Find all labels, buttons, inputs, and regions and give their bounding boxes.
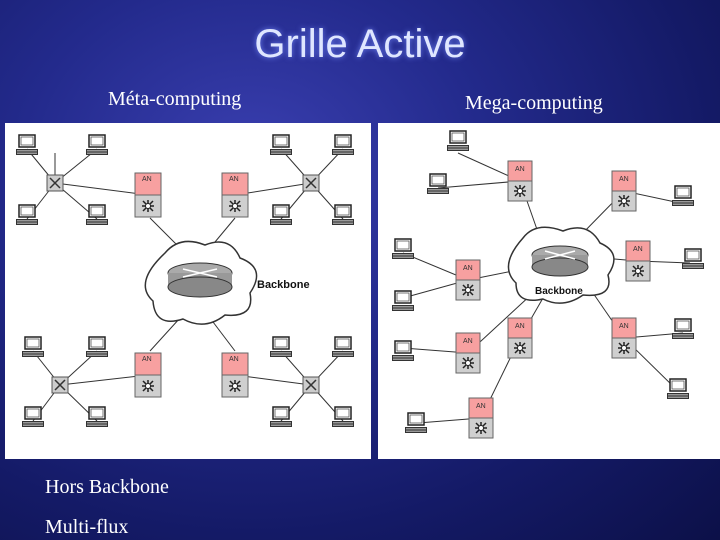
computer-icon [671, 185, 695, 207]
computer-icon [85, 134, 109, 156]
bottom-caption-hors-backbone: Hors Backbone [45, 476, 169, 498]
computer-icon [666, 378, 690, 400]
computer-icon [404, 412, 428, 434]
an-label: AN [619, 176, 629, 183]
bottom-caption-multi-flux: Multi-flux [45, 516, 129, 538]
right-caption: Mega-computing [465, 92, 603, 114]
computer-icon [85, 406, 109, 428]
computer-icon [391, 238, 415, 260]
computer-icon [446, 130, 470, 152]
an-label: AN [142, 356, 152, 363]
computer-icon [269, 406, 293, 428]
computer-icon [331, 406, 355, 428]
an-label: AN [515, 323, 525, 330]
mega-computing-diagram: Backbone AN AN AN AN AN AN AN AN [378, 123, 720, 459]
hub-icon [51, 376, 69, 394]
backbone-label: Backbone [535, 286, 583, 297]
computer-icon [85, 336, 109, 358]
an-label: AN [619, 323, 629, 330]
an-label: AN [229, 176, 239, 183]
hub-icon [302, 376, 320, 394]
computer-icon [21, 336, 45, 358]
computer-icon [269, 336, 293, 358]
computer-icon [85, 204, 109, 226]
computer-icon [331, 204, 355, 226]
mega-computing-svg: Backbone AN AN AN AN AN AN AN AN [391, 130, 705, 439]
an-label: AN [633, 246, 643, 253]
an-label: AN [229, 356, 239, 363]
computer-icon [21, 406, 45, 428]
an-label: AN [463, 265, 473, 272]
left-caption: Méta-computing [108, 88, 242, 110]
computer-icon [391, 340, 415, 362]
an-label: AN [476, 403, 486, 410]
computer-icon [426, 173, 450, 195]
computer-icon [15, 134, 39, 156]
computer-icon [391, 290, 415, 312]
computer-icon [15, 204, 39, 226]
hub-icon [302, 174, 320, 192]
backbone-label: Backbone [257, 279, 310, 291]
computer-icon [269, 204, 293, 226]
hub-icon [46, 174, 64, 192]
meta-computing-diagram: Backbone AN AN AN AN [5, 123, 371, 459]
an-label: AN [142, 176, 152, 183]
computer-icon [331, 134, 355, 156]
an-label: AN [515, 166, 525, 173]
computer-icon [681, 248, 705, 270]
an-label: AN [463, 338, 473, 345]
computer-icon [269, 134, 293, 156]
meta-computing-svg: Backbone AN AN AN AN [15, 134, 355, 428]
slide-title: Grille Active [254, 22, 466, 66]
computer-icon [671, 318, 695, 340]
computer-icon [331, 336, 355, 358]
